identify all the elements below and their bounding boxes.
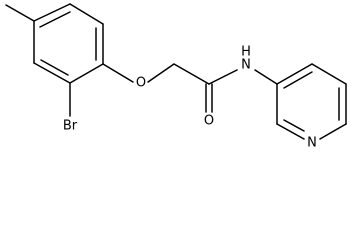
bond-methyl [5, 4, 35, 22]
bond-ring-a5-a6-inner [40, 59, 69, 76]
atom-label-ether-oxygen: O [136, 76, 146, 91]
bond-py-b2-b3 [311, 63, 347, 85]
atom-label-carbonyl-oxygen: O [204, 114, 214, 129]
atom-label-pyridine-nitrogen: N [307, 136, 317, 151]
bond-o-ch2 [147, 63, 175, 83]
bond-ring-o [102, 63, 134, 83]
bond-ring-a4-a5 [69, 63, 104, 84]
bond-py-n-b6-inner [283, 119, 305, 132]
bond-ring-a1-a2-inner [39, 11, 71, 28]
atom-label-amide-hydrogen: H [241, 45, 251, 60]
bond-py-b4-n [319, 123, 347, 140]
atom-labels: Br O O N H N [63, 45, 317, 151]
molecule-structure: Br O O N H N [5, 3, 347, 151]
bonds [5, 3, 347, 140]
bond-n-pyridine [254, 69, 278, 85]
bond-py-n-b6 [276, 123, 305, 140]
bond-ch2-co [173, 63, 210, 85]
bond-py-b1-b2 [276, 63, 313, 85]
bond-ring-a5-a6 [33, 62, 71, 84]
atom-label-bromine: Br [63, 119, 78, 134]
bond-py-b1-b2-inner [283, 71, 313, 89]
bond-ring-a2-a3 [69, 3, 104, 25]
atom-label-amide-nitrogen: N [241, 58, 251, 73]
bond-co-n [208, 69, 238, 85]
bond-ring-a1-a2 [33, 3, 71, 22]
